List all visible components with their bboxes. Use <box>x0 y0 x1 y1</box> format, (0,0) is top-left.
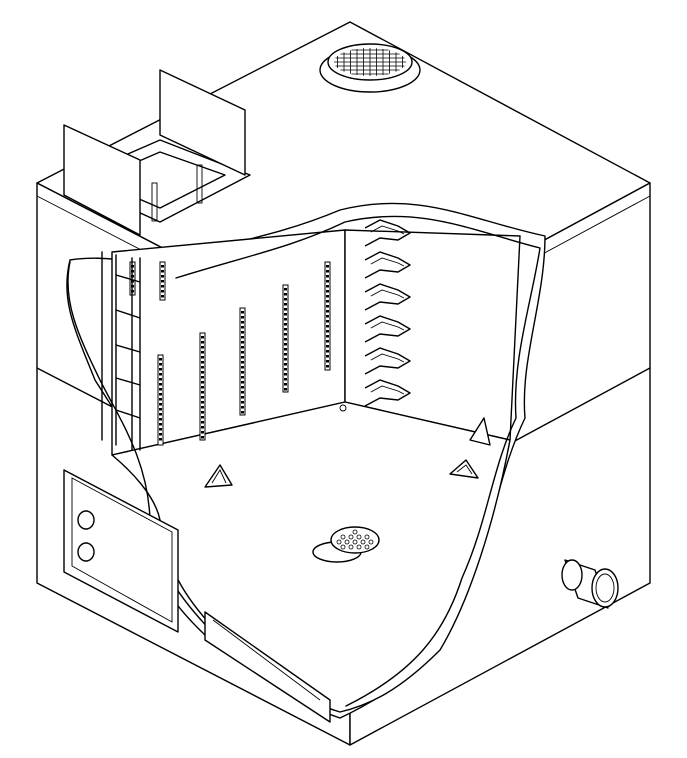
top-vent <box>319 43 421 93</box>
wall-step <box>364 315 411 343</box>
panel-hole-lower <box>77 542 95 562</box>
side-pipe-outlet <box>561 559 619 609</box>
wall-step <box>364 219 411 247</box>
slot-strip <box>239 307 246 416</box>
drain-holes-icon <box>336 529 374 550</box>
cutaway-wall-lip <box>175 215 541 707</box>
wall-steps <box>364 219 411 407</box>
bottom-channel <box>204 611 331 723</box>
slot-strips <box>129 261 331 446</box>
hatch-slot-right <box>196 164 203 204</box>
hatch-lid-left <box>63 124 141 236</box>
vent-grille-icon <box>334 48 406 76</box>
front-access-panel <box>63 469 179 633</box>
floor-anchor-right <box>449 459 479 479</box>
wall-anchor-right <box>469 417 491 446</box>
hatch-slot-left <box>151 182 158 222</box>
floor-drain <box>312 526 380 563</box>
wall-step <box>364 283 411 311</box>
slot-strip <box>159 261 166 301</box>
slot-strip <box>324 261 331 371</box>
wall-step <box>364 251 411 279</box>
slot-strip <box>199 332 206 441</box>
panel-hole-upper <box>77 510 95 530</box>
slot-strip <box>282 284 289 393</box>
top-hatch <box>63 69 251 236</box>
floor-anchor-left <box>204 464 233 488</box>
slot-strip <box>157 354 164 446</box>
left-ladder <box>101 251 141 451</box>
wall-step <box>364 347 411 375</box>
floor-rivet <box>339 404 347 412</box>
wall-step <box>364 379 411 407</box>
hatch-lid-right <box>159 69 246 176</box>
